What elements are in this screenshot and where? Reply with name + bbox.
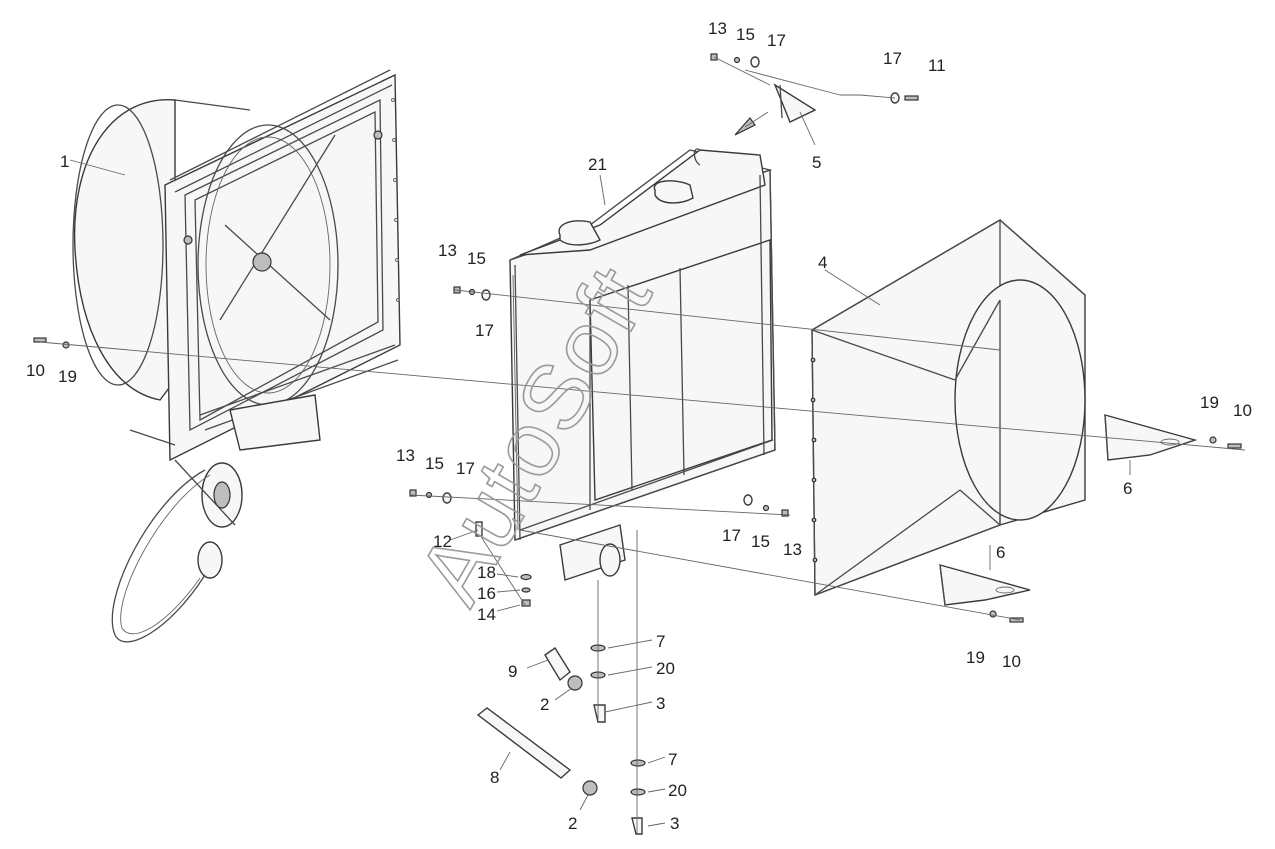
callout-14: 14 — [477, 605, 496, 624]
callout-12: 12 — [433, 532, 452, 551]
callout-9: 9 — [508, 662, 517, 681]
callout-4: 4 — [818, 253, 827, 272]
callout-15-mid: 15 — [467, 249, 486, 268]
callout-7-upper: 7 — [656, 632, 665, 651]
fan-frame-assembly — [72, 69, 401, 643]
callout-10-left: 10 — [26, 361, 45, 380]
callout-10-lower: 10 — [1002, 652, 1021, 671]
callout-3-upper: 3 — [656, 694, 665, 713]
callout-3-lower: 3 — [670, 814, 679, 833]
side-bracket-lower — [939, 564, 1031, 606]
callout-1: 1 — [60, 152, 69, 171]
callout-17-mid: 17 — [475, 321, 494, 340]
callout-13-mid: 13 — [438, 241, 457, 260]
frame-rivets — [183, 98, 400, 302]
callout-17-low: 17 — [456, 459, 475, 478]
air-duct-shroud — [810, 218, 1086, 597]
leader-lines — [39, 56, 1246, 835]
callout-20-lower: 20 — [668, 781, 687, 800]
hose-short — [544, 647, 571, 682]
callout-labels: 1 21 4 5 6 6 13 15 17 17 11 13 15 17 10 … — [26, 19, 1252, 833]
callout-18: 18 — [477, 563, 496, 582]
callout-21: 21 — [588, 155, 607, 174]
callout-13-right: 13 — [783, 540, 802, 559]
callout-19-right: 19 — [1200, 393, 1219, 412]
callout-15-right: 15 — [751, 532, 770, 551]
callout-2-lower: 2 — [568, 814, 577, 833]
callout-15-top: 15 — [736, 25, 755, 44]
callout-7-lower: 7 — [668, 750, 677, 769]
radiator-core — [509, 148, 776, 581]
hose-long — [476, 707, 572, 779]
callout-15-low: 15 — [425, 454, 444, 473]
callout-10-right: 10 — [1233, 401, 1252, 420]
callout-6-lower: 6 — [996, 543, 1005, 562]
callout-13-low: 13 — [396, 446, 415, 465]
callout-11: 11 — [928, 56, 946, 75]
callout-19-lower: 19 — [966, 648, 985, 667]
callout-17-top: 17 — [767, 31, 786, 50]
callout-6-right: 6 — [1123, 479, 1132, 498]
callout-17-right: 17 — [722, 526, 741, 545]
shroud-rivets — [810, 357, 818, 563]
side-bracket-right — [1104, 414, 1198, 461]
callout-5: 5 — [812, 153, 821, 172]
callout-8: 8 — [490, 768, 499, 787]
callout-16: 16 — [477, 584, 496, 603]
callout-19-left: 19 — [58, 367, 77, 386]
callout-2-upper: 2 — [540, 695, 549, 714]
callout-17-top-right: 17 — [883, 49, 902, 68]
top-bracket — [734, 83, 817, 136]
callout-13-top: 13 — [708, 19, 727, 38]
callout-20-upper: 20 — [656, 659, 675, 678]
